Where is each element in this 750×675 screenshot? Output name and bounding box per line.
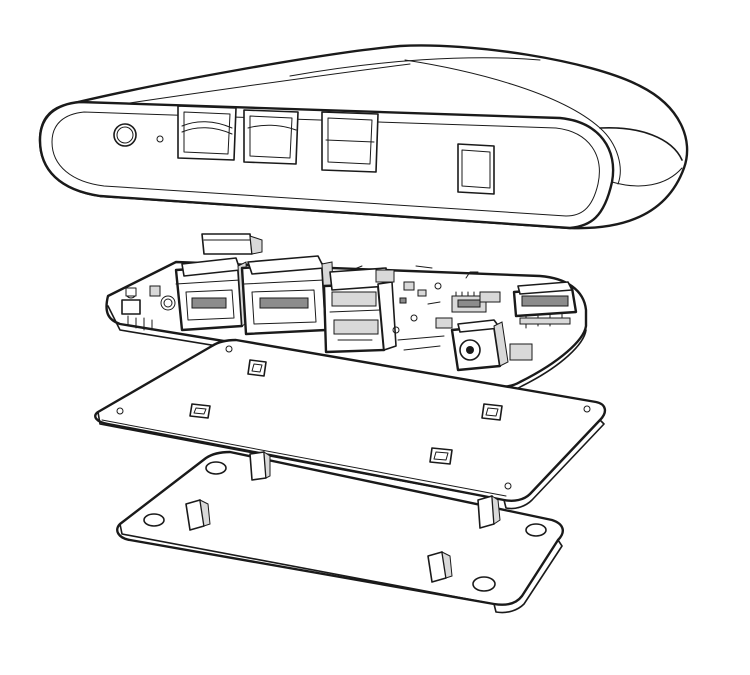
bracket-tab-icon <box>185 499 211 531</box>
dc-power-jack-icon <box>450 319 509 372</box>
plate-slots <box>189 359 503 465</box>
bracket-tab-icon <box>249 451 271 481</box>
switch-component-icon <box>201 233 263 255</box>
mounting-bracket <box>116 450 564 614</box>
circuit-board <box>105 233 588 393</box>
base-plate <box>94 338 607 510</box>
reset-button-icon <box>121 287 141 315</box>
ethernet-jack-icon <box>240 255 335 336</box>
power-button-icon <box>113 123 137 147</box>
ethernet-jack-icon <box>174 257 249 332</box>
enclosure-top-shell <box>38 44 689 230</box>
ic-chip-icon <box>451 271 487 313</box>
led-indicator-icon <box>156 135 164 143</box>
usb-port-stack-icon <box>322 267 397 354</box>
port-cutouts <box>177 105 495 195</box>
bracket-tab-icon <box>427 551 453 583</box>
usb-port-icon <box>512 281 578 329</box>
bracket-tab-icon <box>477 495 501 529</box>
